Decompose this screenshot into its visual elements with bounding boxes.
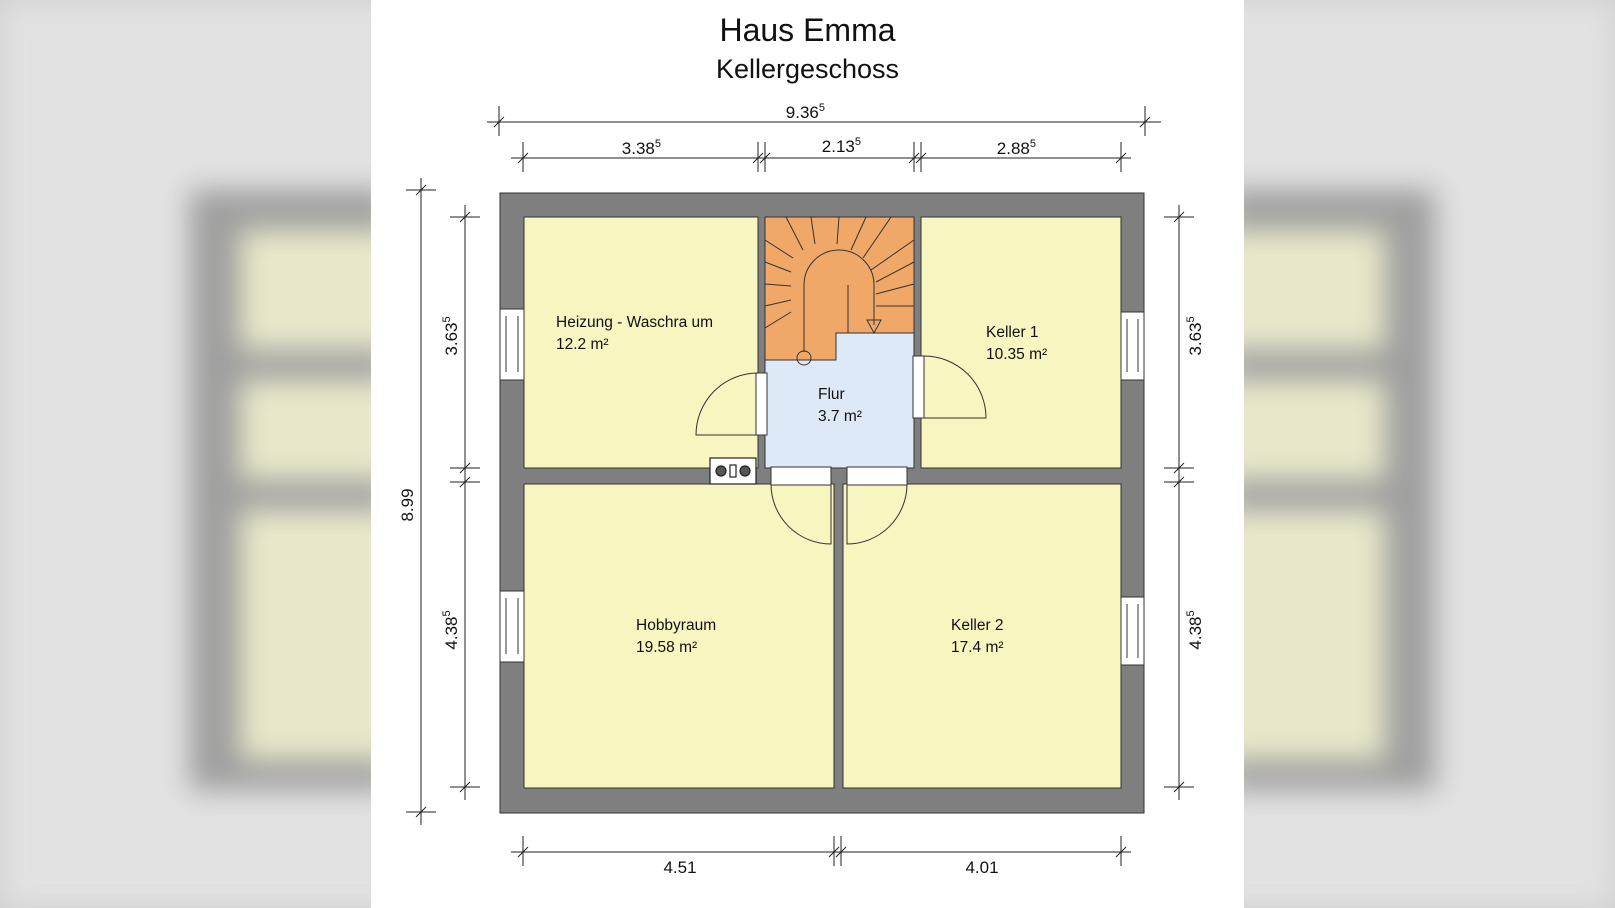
room-heizung-name: Heizung - Waschra um	[556, 314, 713, 331]
dim-left-segment-2: 4.385	[441, 610, 461, 649]
room-keller-1-area: 10.35 m²	[986, 346, 1047, 363]
floor-plan-sheet: Haus Emma Kellergeschoss	[371, 0, 1244, 908]
room-hobbyraum-name: Hobbyraum	[636, 617, 716, 634]
room-keller-2	[842, 483, 1122, 789]
room-keller-2-area: 17.4 m²	[951, 639, 1004, 656]
room-keller-1-name: Keller 1	[986, 324, 1039, 341]
dim-total-height: 8.99	[398, 488, 417, 521]
dimension-lines	[406, 106, 1194, 866]
plan-subtitle: Kellergeschoss	[715, 54, 900, 84]
windows	[499, 308, 1145, 666]
room-hobbyraum	[523, 483, 835, 789]
dim-total-width: 9.365	[786, 102, 825, 122]
dim-left-segment-1: 3.635	[441, 316, 461, 355]
room-keller-2-name: Keller 2	[951, 617, 1004, 634]
plan-title: Haus Emma	[719, 12, 896, 48]
room-flur-name: Flur	[818, 386, 845, 403]
dim-top-segment-3: 2.885	[997, 138, 1036, 158]
room-heizung-area: 12.2 m²	[556, 336, 609, 353]
room-keller-1	[920, 216, 1122, 469]
staircase	[764, 216, 915, 366]
dim-top-segment-1: 3.385	[622, 138, 661, 158]
dim-bottom-segment-2: 4.01	[965, 858, 998, 877]
floor-plan-drawing: 9.365 3.385 2.135 2.885 4.51 4.01 8.99 3…	[398, 102, 1205, 877]
doors	[695, 355, 987, 545]
room-hobbyraum-area: 19.58 m²	[636, 639, 697, 656]
room-flur-area: 3.7 m²	[818, 408, 862, 425]
dim-right-segment-1: 3.635	[1185, 316, 1205, 355]
room-heizung	[523, 216, 759, 469]
dim-right-segment-2: 4.385	[1185, 610, 1205, 649]
heater-icon	[709, 457, 757, 485]
dim-top-segment-2: 2.135	[822, 136, 861, 156]
dim-bottom-segment-1: 4.51	[663, 858, 696, 877]
